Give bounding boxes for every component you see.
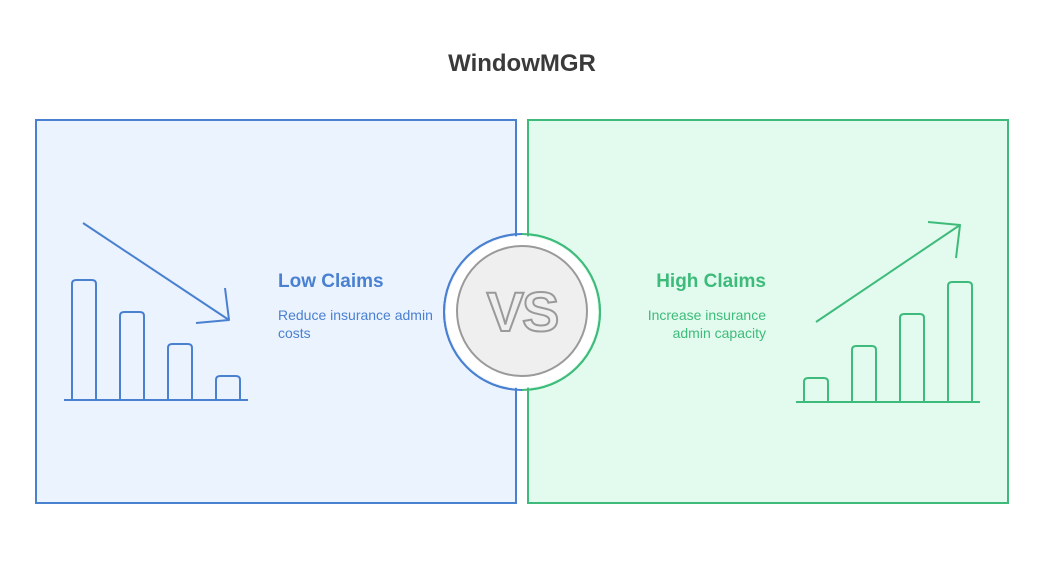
right-panel [527, 119, 1009, 504]
left-panel [35, 119, 517, 504]
diagram-title: WindowMGR [448, 50, 596, 77]
bar-chart-decreasing-icon [64, 222, 248, 401]
vs-circle [456, 245, 588, 377]
left-panel-title: Low Claims [278, 271, 384, 292]
right-panel-description: Increase insurance admin capacity [647, 307, 766, 341]
left-panel-description: Reduce insurance admin costs [278, 307, 433, 341]
vs-label: VS [486, 279, 561, 344]
bar-chart-increasing-icon [796, 221, 980, 403]
right-panel-title: High Claims [656, 271, 766, 292]
